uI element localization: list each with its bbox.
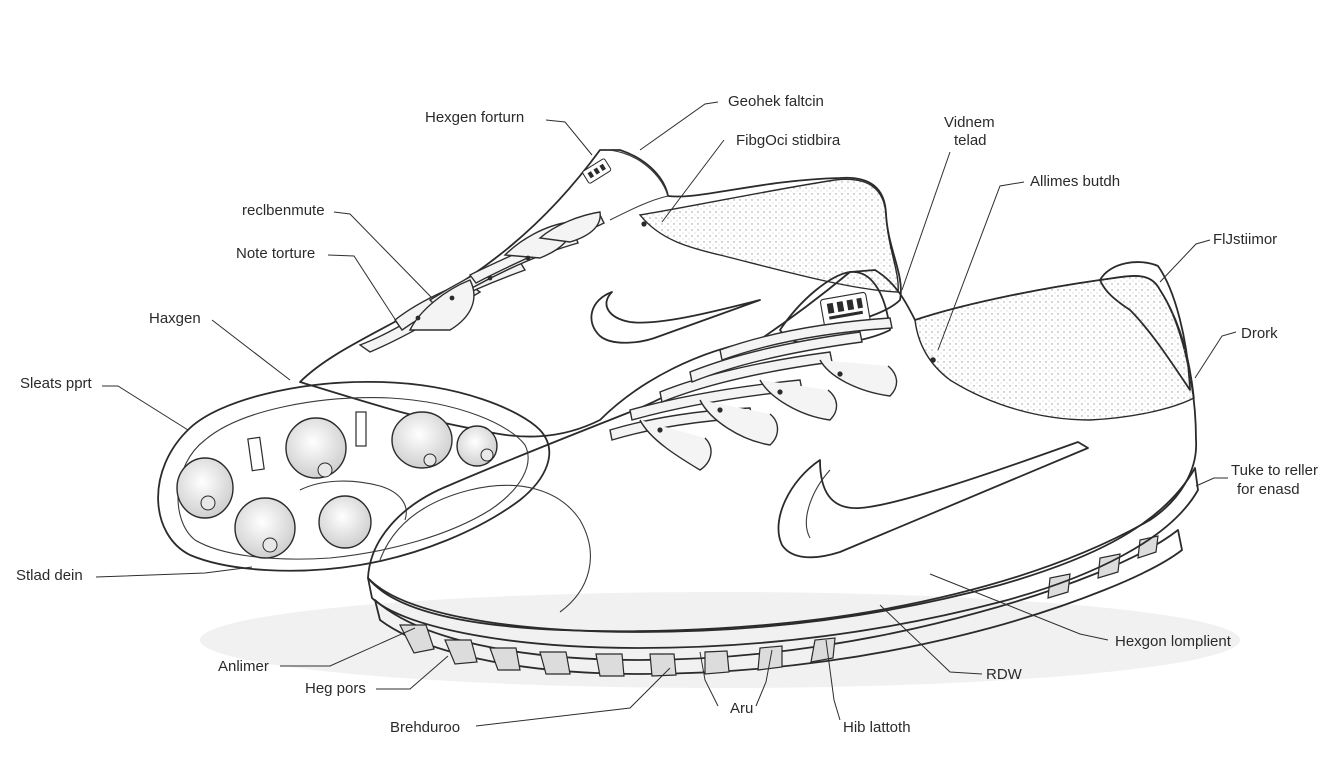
front-shoe-outsole [374,529,1183,675]
label-tuke-to-reller: Tuke to reller [1231,462,1318,479]
front-shoe-sole-studs [399,535,1159,677]
label-haxgen: Haxgen [149,310,201,327]
front-shoe-heel-opening [1099,261,1191,391]
back-shoe-swoosh [590,291,761,344]
label-anlimer: Anlimer [218,658,269,675]
back-shoe-soleplate [157,380,551,572]
label-fibgoci-stidbira: FibgOci stidbira [736,132,841,149]
leader-lines [95,101,1237,727]
label-stlad-dein: Stlad dein [16,567,83,584]
front-shoe-swoosh [777,441,1089,559]
front-shoe-collar [914,275,1195,421]
front-shoe-laces [609,317,936,471]
label-aru: Aru [730,700,754,717]
label-note-torture: Note torture [236,245,316,262]
label-vidnem: Vidnem [944,114,995,131]
ground-shadow [200,592,1240,688]
back-shoe-laces [358,211,647,353]
label-telad: telad [954,132,987,149]
label-geohek-faltcin: Geohek faltcin [728,93,824,110]
label-hexgon-lomplient: Hexgon lomplient [1115,633,1231,650]
label-drork: Drork [1241,325,1278,342]
label-hib-lattoth: Hib lattoth [843,719,911,736]
label-flstiimor: FlJstiimor [1213,231,1278,248]
back-shoe [157,149,902,572]
label-rdw: RDW [986,666,1022,683]
label-hexgen-forturn: Hexgen forturn [425,109,525,126]
label-brehduroo: Brehduroo [390,719,461,736]
label-for-enasd: for enasd [1237,481,1300,498]
label-sleats-port: Sleats pprt [20,375,92,392]
front-shoe [367,261,1199,677]
label-reclbenmute: reclbenmute [242,202,325,219]
back-shoe-studs [176,411,498,559]
back-shoe-tongue-logo [582,158,612,184]
label-heg-pors: Heg pors [305,680,366,697]
label-allimes-butdh: Allimes butdh [1030,173,1121,190]
back-shoe-collar [638,178,899,293]
